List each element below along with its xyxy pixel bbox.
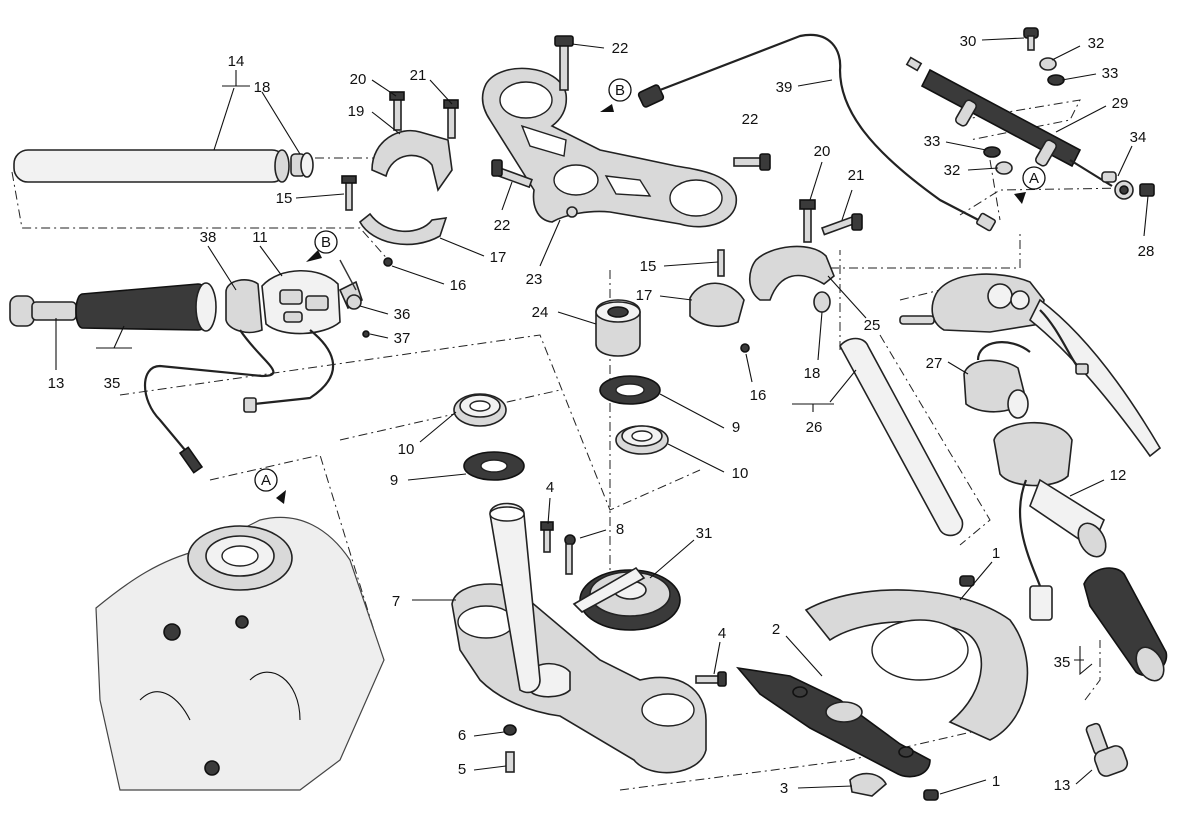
callout-19: 19: [348, 103, 365, 120]
callout-5: 5: [458, 761, 466, 778]
steering-stem: [489, 502, 541, 694]
callout-35-left: 35: [104, 375, 121, 392]
callout-4-lower: 4: [718, 625, 726, 642]
top-triple-clamp: [481, 67, 737, 228]
marker-b-top-label: B: [615, 82, 625, 99]
callout-10-right: 10: [732, 465, 749, 482]
callout-20-left: 20: [350, 71, 367, 88]
callout-1-bottom: 1: [992, 773, 1000, 790]
callout-8: 8: [616, 521, 624, 538]
callout-24: 24: [532, 304, 549, 321]
callout-22-left: 22: [494, 217, 511, 234]
frame-section: [95, 516, 385, 791]
callout-3: 3: [780, 780, 788, 797]
callout-21-right: 21: [848, 167, 865, 184]
right-grip-35: [1083, 567, 1168, 682]
callout-33-top: 33: [1102, 65, 1119, 82]
callout-21-left: 21: [410, 67, 427, 84]
left-switch-housing: [225, 259, 370, 338]
marker-a-right: A: [1014, 166, 1046, 204]
callout-17-left: 17: [490, 249, 507, 266]
callout-39: 39: [776, 79, 793, 96]
callout-16-left: 16: [450, 277, 467, 294]
marker-a-left-label: A: [261, 472, 271, 489]
callout-12: 12: [1110, 467, 1127, 484]
callout-17-right: 17: [636, 287, 653, 304]
callout-18-left: 18: [254, 79, 271, 96]
callout-35-right: 35: [1054, 654, 1071, 671]
cable-39: [637, 33, 996, 232]
callout-1-top: 1: [992, 545, 1000, 562]
callout-labels: 14 18 19 20 21 15 17 16 38 11 36 37 13 3…: [48, 33, 1155, 797]
callout-13-right: 13: [1054, 777, 1071, 794]
callout-22-top: 22: [612, 40, 629, 57]
marker-b-left: B: [306, 230, 338, 262]
upper-bearing-24: [595, 299, 641, 357]
callout-30: 30: [960, 33, 977, 50]
throttle-grip-12: [993, 421, 1107, 621]
lower-clamp-right-17: [689, 282, 750, 353]
marker-b-left-label: B: [321, 234, 331, 251]
callout-2: 2: [772, 621, 780, 638]
callout-11: 11: [252, 229, 268, 246]
callout-18-right: 18: [804, 365, 821, 382]
callout-20-right: 20: [814, 143, 831, 160]
callout-31: 31: [696, 525, 713, 542]
callout-26: 26: [806, 419, 823, 436]
marker-a-right-label: A: [1029, 170, 1039, 187]
seal-ring-9-upper: [599, 375, 661, 405]
upper-clamp-right-25: [717, 199, 863, 301]
callout-32-lower: 32: [944, 162, 961, 179]
top-clamp-bolts: [491, 35, 771, 189]
callout-33-lower: 33: [924, 133, 941, 150]
disc-cover-2: [736, 575, 1029, 801]
steering-damper: [905, 56, 1155, 200]
callout-7: 7: [392, 593, 400, 610]
callout-15-left: 15: [276, 190, 293, 207]
callout-9-lower: 9: [390, 472, 398, 489]
callout-6: 6: [458, 727, 466, 744]
callout-25: 25: [864, 317, 881, 334]
bearing-10-left: [453, 393, 507, 427]
callout-22-right: 22: [742, 111, 759, 128]
callout-32-top: 32: [1088, 35, 1105, 52]
callout-16-right: 16: [750, 387, 767, 404]
left-grip-assembly: [9, 282, 217, 332]
upper-clamp-left: [341, 91, 459, 211]
callout-15-right: 15: [640, 258, 657, 275]
callout-27: 27: [926, 355, 943, 372]
left-switch-wiring: [143, 329, 335, 474]
callout-37: 37: [394, 330, 411, 347]
right-handlebar-tube-26: [813, 291, 964, 537]
stem-bolts: [503, 521, 727, 773]
bearing-10-right: [615, 425, 669, 455]
bar-end-13-right: [1085, 722, 1129, 777]
left-handlebar-tube: [13, 149, 314, 183]
callout-34: 34: [1130, 129, 1147, 146]
callout-4-upper: 4: [546, 479, 554, 496]
leader-lines: [55, 37, 1149, 795]
seal-ring-9-lower: [463, 451, 525, 481]
callout-14: 14: [228, 53, 245, 70]
marker-b-top: B: [600, 78, 632, 112]
callout-10-left: 10: [398, 441, 415, 458]
callout-38: 38: [200, 229, 217, 246]
callout-29: 29: [1112, 95, 1129, 112]
brake-master-cylinder: [899, 273, 1162, 458]
horn-31: [572, 566, 681, 631]
callout-13-left: 13: [48, 375, 65, 392]
callout-28: 28: [1138, 243, 1155, 260]
callout-23: 23: [526, 271, 543, 288]
right-switch-27: [963, 341, 1031, 419]
callout-36: 36: [394, 306, 411, 323]
marker-a-left: A: [254, 468, 286, 504]
lower-clamp-left: [358, 212, 448, 267]
callout-9-upper: 9: [732, 419, 740, 436]
